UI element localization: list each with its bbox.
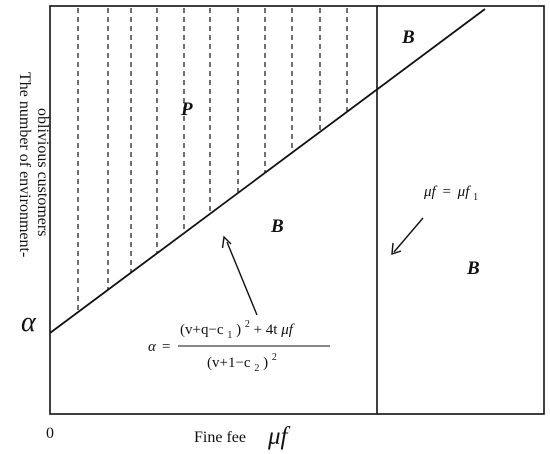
numerator-open: (v+q−c (180, 322, 224, 338)
region-label-b-middle: B (270, 216, 284, 237)
alpha-symbol: α (21, 307, 37, 338)
y-axis-label: The number of environment- oblivious cus… (16, 72, 51, 261)
threshold-formula-rhs: μf (457, 184, 472, 200)
boundary-line (49, 8, 486, 334)
denominator-open: (v+1−c (207, 355, 251, 371)
denominator-sup: 2 (272, 352, 277, 363)
boundary-formula-numerator: (v+q−c 1 ) 2 + 4t μf (180, 315, 295, 342)
p-region-hatching (77, 8, 348, 313)
origin-label: 0 (46, 425, 54, 442)
threshold-formula-equals: = (442, 184, 450, 200)
numerator-close: ) (236, 322, 241, 338)
denominator-sub: 2 (254, 363, 259, 374)
boundary-formula-denominator: (v+1−c 2 ) 2 (207, 352, 277, 375)
denominator-close: ) (263, 355, 268, 371)
numerator-mu: μf (280, 322, 295, 338)
plot-frame (49, 5, 545, 415)
x-axis-symbol: μf (267, 423, 291, 450)
region-label-p: P (180, 99, 193, 120)
numerator-sub: 1 (227, 330, 232, 341)
y-axis-label-line2: oblivious customers (34, 108, 51, 236)
region-label-b-top-right: B (401, 27, 415, 48)
boundary-formula: α = (v+q−c 1 ) 2 + 4t μf (v+1−c 2 ) 2 (148, 315, 330, 375)
region-label-b-right: B (466, 258, 480, 279)
threshold-formula: μf = μf 1 (423, 184, 478, 203)
numerator-rest: + 4t (254, 322, 279, 338)
threshold-formula-rhs-sub: 1 (473, 192, 478, 203)
boundary-formula-equals: = (162, 339, 170, 355)
numerator-sup: 2 (245, 319, 250, 330)
x-axis-label: Fine fee (194, 429, 246, 446)
boundary-formula-lhs: α (148, 339, 157, 355)
threshold-formula-lhs: μf (423, 184, 438, 200)
y-axis-label-line1: The number of environment- (16, 72, 33, 257)
boundary-formula-arrow (221, 235, 258, 316)
threshold-formula-arrow (391, 217, 424, 256)
